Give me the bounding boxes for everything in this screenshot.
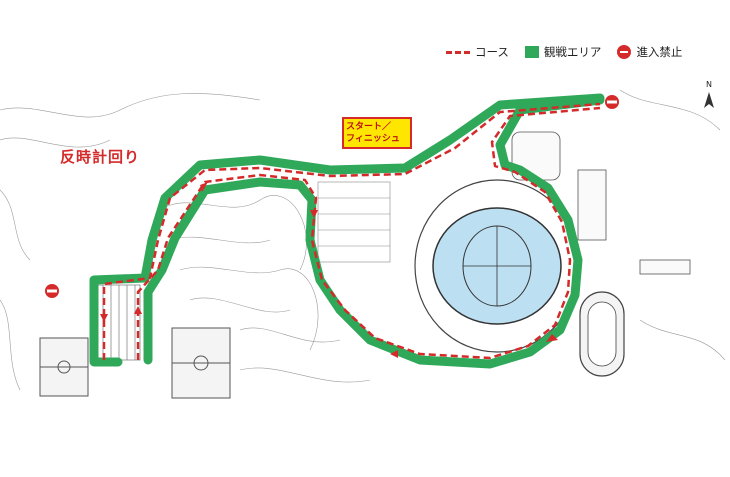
- dashed-line-icon: [446, 50, 470, 54]
- legend-viewing-area-label: 観戦エリア: [543, 45, 602, 59]
- start-finish-line1: スタート／: [346, 122, 392, 132]
- stadium: [414, 179, 580, 353]
- legend-course: コース: [446, 44, 509, 60]
- no-entry-icon: [605, 95, 619, 109]
- sports-fields: [39, 327, 231, 399]
- direction-arrows: [100, 182, 558, 358]
- legend-no-entry: 進入禁止: [617, 44, 682, 60]
- legend-no-entry-label: 進入禁止: [636, 45, 683, 59]
- legend-course-label: コース: [475, 45, 509, 59]
- legend-viewing-area: 観戦エリア: [524, 44, 602, 60]
- arrow-left-icon: [390, 350, 398, 358]
- no-entry-icon: [617, 45, 632, 59]
- north-arrow-icon: [704, 92, 714, 108]
- legend: コース 観戦エリア 進入禁止: [446, 42, 682, 62]
- arrow-down-icon: [200, 182, 208, 192]
- arrow-down-icon: [100, 314, 108, 322]
- arrow-down-icon: [310, 210, 318, 218]
- parking-lot-center: [317, 181, 391, 263]
- no-entry-markers: [45, 95, 619, 298]
- viewing-area: [89, 93, 605, 369]
- north-label: N: [706, 80, 712, 89]
- arrow-left-icon: [546, 334, 558, 342]
- no-entry-icon: [45, 284, 59, 298]
- green-square-icon: [524, 46, 539, 58]
- running-track: [579, 291, 625, 377]
- course-route: [102, 102, 601, 360]
- start-finish-line2: フィニッシュ: [346, 134, 400, 144]
- start-finish-label: スタート／ フィニッシュ: [342, 117, 412, 149]
- arrow-up-icon: [134, 306, 142, 314]
- direction-label: 反時計回り: [60, 148, 141, 166]
